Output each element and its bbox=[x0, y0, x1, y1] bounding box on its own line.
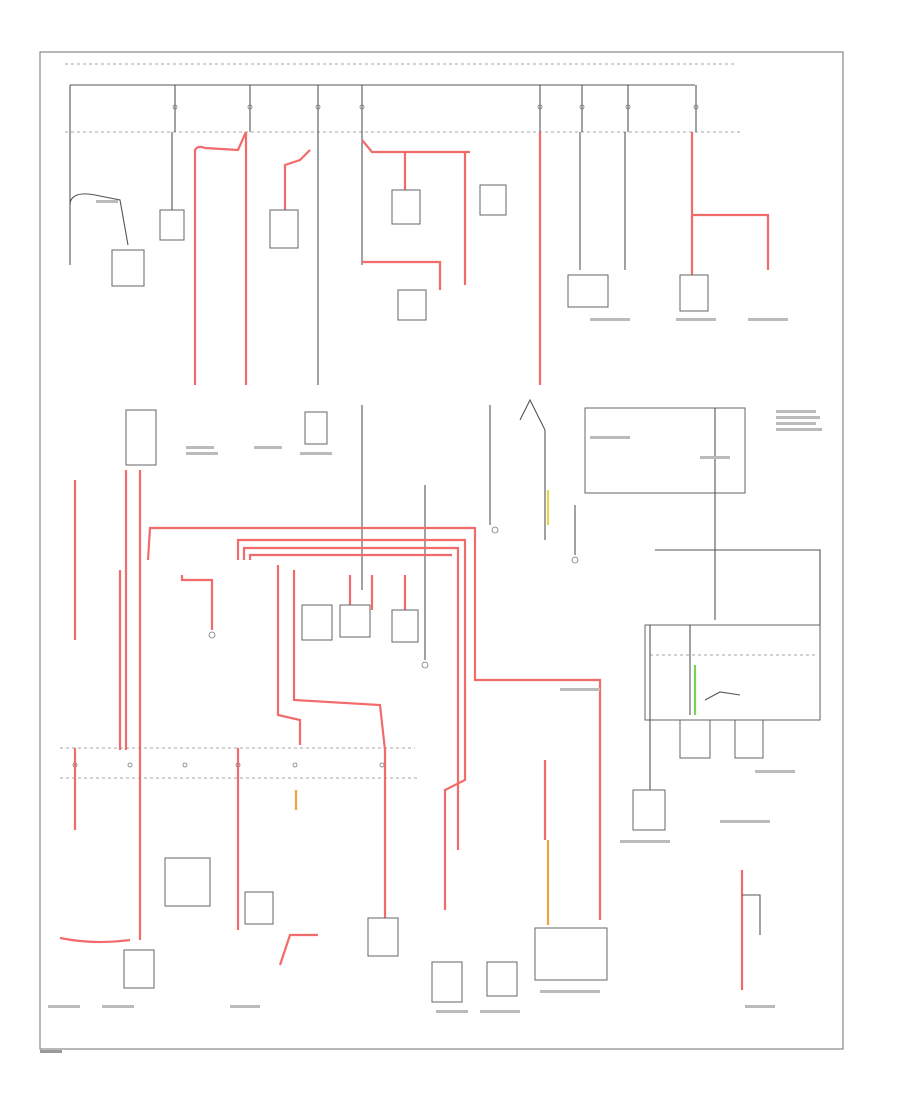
battery-generator bbox=[69, 132, 185, 287]
lower-components bbox=[59, 760, 761, 1003]
upper-components bbox=[125, 184, 709, 466]
diagram-border bbox=[39, 51, 844, 1050]
top-bus bbox=[65, 63, 740, 133]
tiny-labels bbox=[40, 200, 822, 1053]
middle-region bbox=[361, 398, 821, 720]
upper-red-feeds bbox=[193, 131, 770, 385]
top-fuse-drops bbox=[69, 85, 699, 205]
middle-components bbox=[208, 526, 579, 669]
right-lower-module bbox=[632, 624, 821, 831]
middle-harness bbox=[73, 470, 602, 940]
lower-fuse-bus bbox=[60, 747, 420, 930]
